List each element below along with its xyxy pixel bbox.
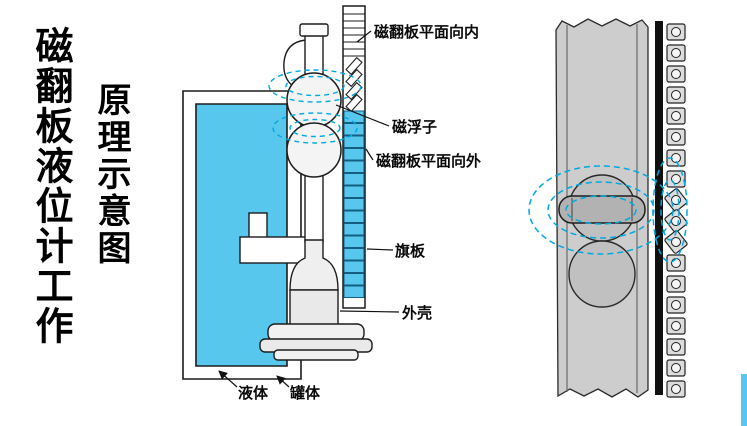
chamber-cap xyxy=(299,23,329,37)
leader-lines xyxy=(218,30,400,388)
detail-float-lower xyxy=(568,240,636,308)
title-sub: 原理示意图 xyxy=(91,82,131,267)
label-housing: 外壳 xyxy=(401,304,432,322)
leader-float xyxy=(335,104,390,127)
leader-housing xyxy=(339,310,400,313)
leader-flap-inward xyxy=(356,30,372,43)
label-tank: 罐体 xyxy=(289,384,321,402)
leader-flag-plate xyxy=(366,248,394,251)
magnetic-float-lower xyxy=(286,122,342,178)
main-diagram: 磁翻板平面向内 磁浮子 磁翻板平面向外 旗板 外壳 液体 罐体 xyxy=(182,5,481,402)
rail-blue-cells xyxy=(343,110,365,298)
housing-cylinder xyxy=(289,289,339,327)
detail-flap-column xyxy=(663,23,689,398)
detail-view xyxy=(528,18,689,398)
indicator-rail xyxy=(342,5,366,309)
housing-base xyxy=(273,349,359,361)
label-liquid: 液体 xyxy=(238,384,269,402)
label-flap-inward: 磁翻板平面向内 xyxy=(374,23,479,41)
liquid-fill xyxy=(196,104,287,366)
detail-rail-bar xyxy=(655,21,663,395)
leader-tank-arrow xyxy=(276,375,290,388)
label-flag-plate: 旗板 xyxy=(395,242,426,260)
title-main: 磁翻板液位计工作 xyxy=(29,26,73,346)
label-flap-outward: 磁翻板平面向外 xyxy=(376,152,481,170)
tank-nozzle-stub xyxy=(248,212,268,240)
edge-artifact xyxy=(741,374,747,426)
leader-liquid-arrow xyxy=(218,370,238,388)
field-lines-detail xyxy=(528,157,688,263)
field-lines-main xyxy=(268,69,362,144)
annotation-labels: 磁翻板平面向内 磁浮子 磁翻板平面向外 旗板 外壳 液体 罐体 xyxy=(238,23,481,402)
leader-flap-outward xyxy=(365,148,374,161)
rail-ladder-rungs xyxy=(343,13,365,57)
label-float: 磁浮子 xyxy=(392,118,437,136)
connection-pipe xyxy=(239,236,311,264)
